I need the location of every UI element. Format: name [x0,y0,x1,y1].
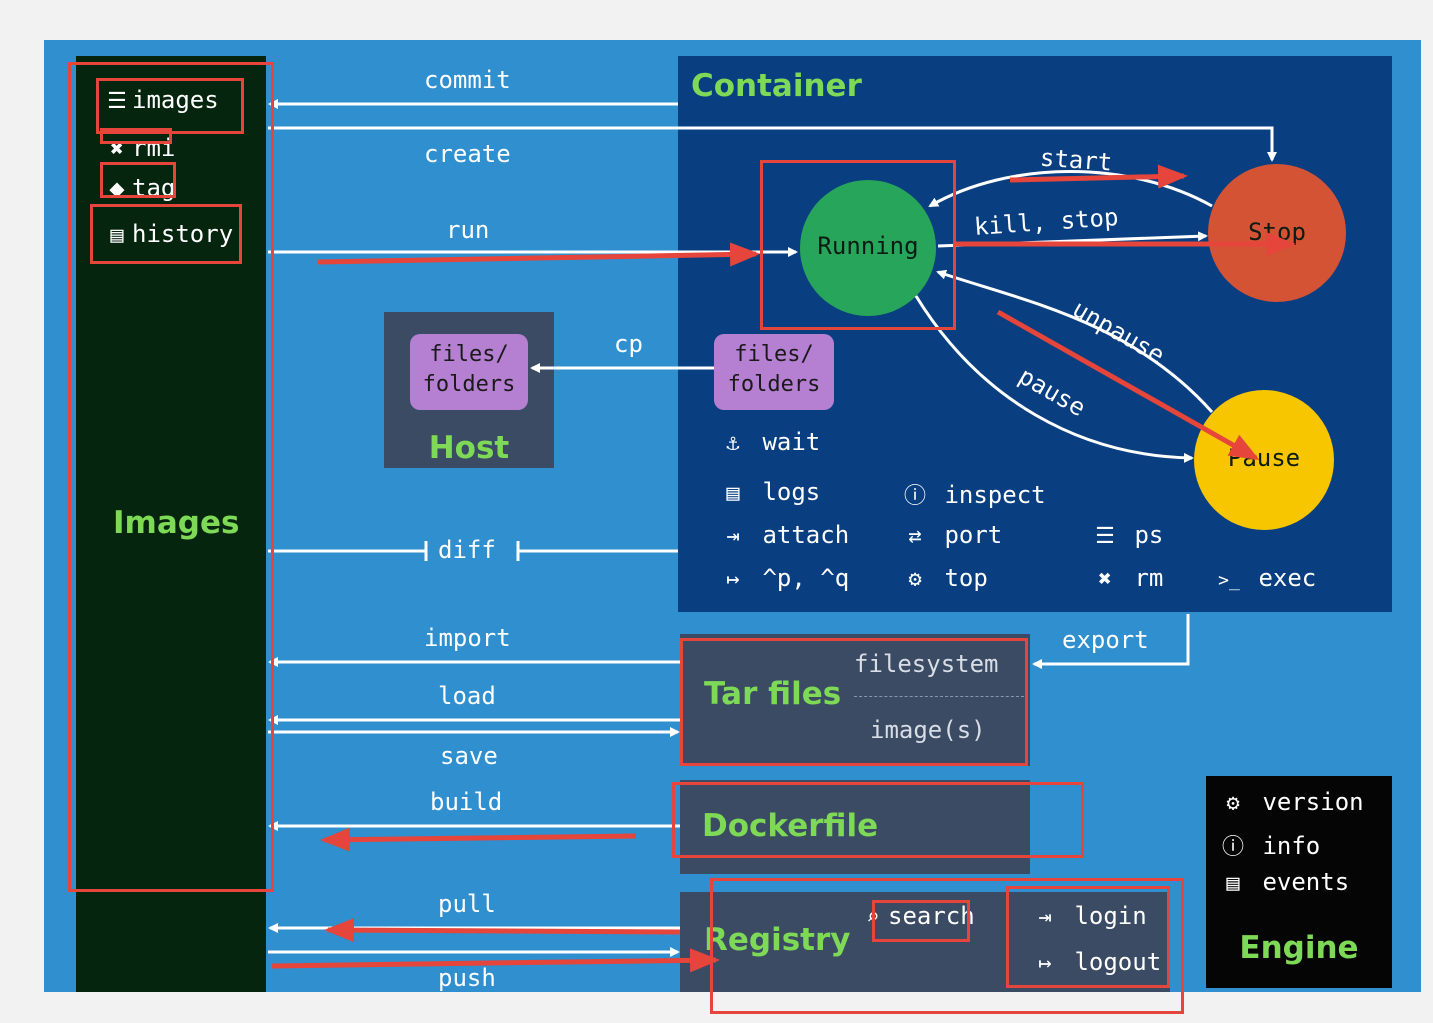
create-label: create [424,140,511,168]
registry-search[interactable]: ⌕search [858,902,975,930]
annotation-box-rmi [100,128,172,144]
cmd-label: ps [1134,521,1164,549]
registry-logout-label: logout [1074,948,1162,976]
cmd-label: logs [762,478,821,506]
sign-out-icon: ↦ [1038,951,1052,976]
build-label: build [430,788,503,816]
cmd-rm[interactable]: ✖ rm [1090,564,1163,592]
exchange-icon: ⇄ [908,524,922,549]
annotation-box-history [90,204,242,264]
cmd-attach[interactable]: ⇥ attach [718,521,849,549]
annotation-box-dockerfile [672,782,1084,858]
annotation-box-images-item [96,78,244,134]
cmd-ps[interactable]: ☰ ps [1090,521,1163,549]
cmd-inspect[interactable]: ⓘ inspect [900,478,1046,510]
sign-out-icon: ↦ [726,567,740,592]
cmd-label: inspect [944,481,1046,509]
tar-files-panel [680,634,1030,766]
annotation-box-search [872,900,970,942]
dockerfile-panel [680,780,1030,874]
annotation-box-images [68,62,274,892]
info-icon: ⓘ [1221,835,1244,860]
info-icon: ⓘ [903,484,926,509]
annotation-box-registry [710,878,1184,1014]
cogs-icon: ⚙ [908,567,922,592]
cmd-label: top [944,564,988,592]
engine-item-label: events [1262,868,1350,896]
import-label: import [424,624,511,652]
cmd-port[interactable]: ⇄ port [900,521,1002,549]
images-item-label: rmi [132,134,176,162]
diff-label: diff [438,536,496,564]
running-state [800,180,936,316]
save-label: save [440,742,498,770]
images-panel-title: Images [113,505,240,541]
images-item-label: history [132,220,234,248]
annotation-box-tag [100,162,176,198]
registry-title: Registry [704,922,851,958]
cmd-wait[interactable]: ⚓ wait [718,428,820,456]
document-icon: ▤ [1226,871,1240,896]
engine-item-label: version [1262,788,1364,816]
tar-files-title: Tar files [704,676,842,712]
cp-label: cp [614,330,643,358]
images-item-images[interactable]: ☰images [102,86,219,114]
cmd-exec[interactable]: >_ exec [1214,564,1316,592]
annotation-box-tar [680,638,1028,766]
registry-login-label: login [1074,902,1147,930]
annotation-box-login [1006,886,1170,988]
cmd-label: wait [762,428,821,456]
running-label: Running [817,232,919,260]
document-icon: ▤ [726,481,740,506]
engine-panel [1206,776,1392,988]
tar-divider [854,696,1024,697]
commit-label: commit [424,66,511,94]
registry-panel [680,892,1170,992]
cmd-label: port [944,521,1003,549]
push-label: push [438,964,496,992]
host-files-box: files/ folders [410,334,528,410]
host-panel-title: Host [428,430,510,466]
load-label: load [438,682,496,710]
engine-info[interactable]: ⓘ info [1218,829,1320,861]
x-icon: ✖ [1098,567,1112,592]
cmd-label: ^p, ^q [762,564,850,592]
cmd-label: attach [762,521,850,549]
list-icon: ☰ [1095,524,1115,549]
annotation-box-running [760,160,956,330]
engine-item-label: info [1262,832,1321,860]
registry-search-label: search [888,902,975,930]
cmd-top[interactable]: ⚙ top [900,564,988,592]
images-panel [76,56,266,992]
dockerfile-title: Dockerfile [702,808,879,844]
export-label: export [1062,626,1149,654]
engine-events[interactable]: ▤ events [1218,868,1349,896]
sign-in-icon: ⇥ [726,524,740,549]
cmd-detach[interactable]: ↦ ^p, ^q [718,564,849,592]
container-files-box: files/ folders [714,334,834,410]
anchor-icon: ⚓ [726,431,740,456]
cmd-label: rm [1134,564,1164,592]
cmd-logs[interactable]: ▤ logs [718,478,820,506]
engine-version[interactable]: ⚙ version [1218,788,1364,816]
document-icon: ▤ [110,223,124,248]
engine-title: Engine [1239,930,1359,966]
pull-label: pull [438,890,496,918]
tar-images-label: image(s) [870,716,986,744]
list-icon: ☰ [107,89,127,114]
tar-filesystem-label: filesystem [854,650,999,678]
terminal-icon: >_ [1218,570,1240,591]
images-item-history[interactable]: ▤ history [102,220,233,248]
container-panel-title: Container [691,68,862,104]
cmd-label: exec [1258,564,1317,592]
gear-icon: ⚙ [1226,791,1240,816]
registry-logout[interactable]: ↦ logout [1030,948,1161,976]
run-label: run [446,216,490,244]
pause-state [1194,390,1334,530]
images-item-label: images [132,86,219,114]
registry-login[interactable]: ⇥ login [1030,902,1147,930]
sign-in-icon: ⇥ [1038,905,1052,930]
